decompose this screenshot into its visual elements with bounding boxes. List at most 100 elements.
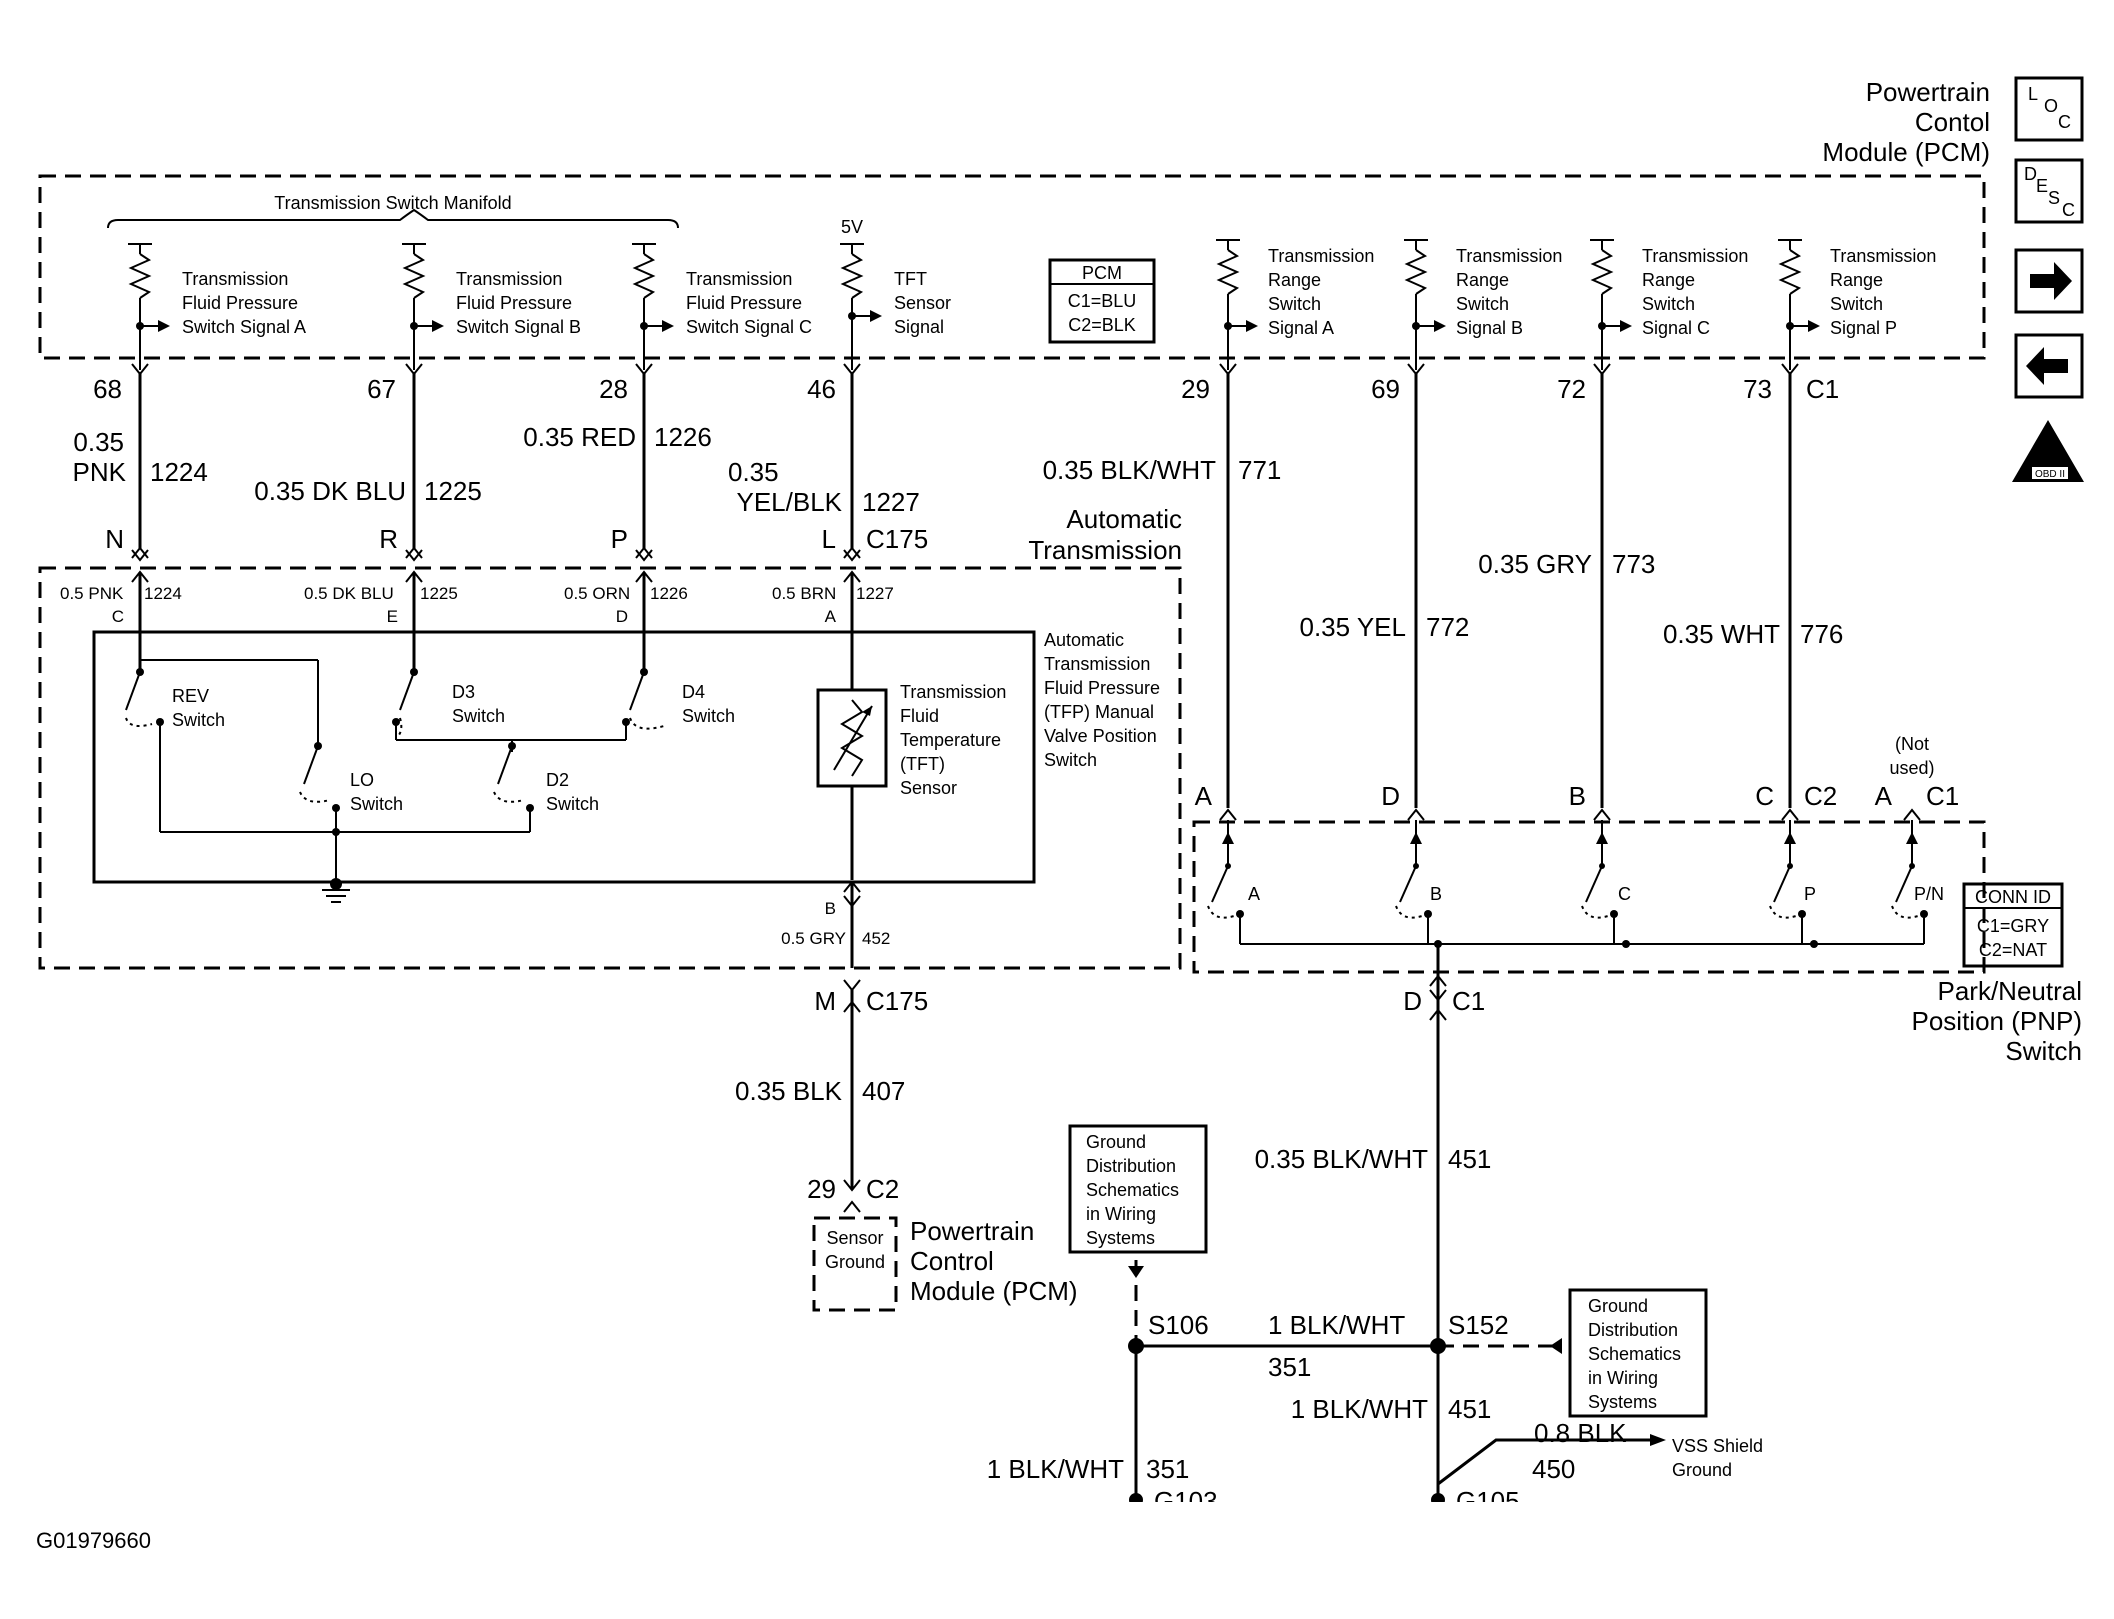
pcm-connector-c2: C2 — [866, 1174, 899, 1204]
wire-450-num: 450 — [1532, 1454, 1575, 1484]
obd-ii-icon[interactable]: OBD II — [2012, 420, 2084, 482]
pin-68: 68 — [93, 374, 122, 404]
svg-text:Ground: Ground — [825, 1252, 885, 1272]
tft-sensor-label: Transmission Fluid Temperature (TFT) Sen… — [900, 682, 1006, 798]
pcm-pin-29: 29 — [807, 1174, 836, 1204]
splice-s106: S106 — [1148, 1310, 1209, 1340]
pnp-title-line1: Park/Neutral — [1938, 976, 2083, 1006]
wire-1224-size: 0.35 — [73, 427, 124, 457]
wire-776-num: 776 — [1800, 619, 1843, 649]
loc-button[interactable]: L O C — [2014, 76, 2084, 142]
pin-46: 46 — [807, 374, 836, 404]
wire-1224-num: 1224 — [150, 457, 208, 487]
svg-text:Range: Range — [1268, 270, 1321, 290]
pnp-pin-a: A — [1195, 781, 1213, 811]
lo-switch-label1: LO — [350, 770, 374, 790]
svg-text:Range: Range — [1642, 270, 1695, 290]
c175-pin-p: P — [611, 524, 628, 554]
desc-button[interactable]: D E S C — [2014, 158, 2084, 224]
wire-1226-label: 0.35 RED — [523, 422, 636, 452]
svg-text:Signal P: Signal P — [1830, 318, 1897, 338]
pin-67: 67 — [367, 374, 396, 404]
bottom-pcm-line1: Powertrain — [910, 1216, 1034, 1246]
svg-text:Transmission: Transmission — [900, 682, 1006, 702]
svg-text:Switch Signal B: Switch Signal B — [456, 317, 581, 337]
pcm-id-box: PCM C1=BLU C2=BLK — [1048, 258, 1156, 344]
svg-text:Ground: Ground — [1086, 1132, 1146, 1152]
svg-text:Transmission: Transmission — [1268, 246, 1374, 266]
svg-text:Automatic: Automatic — [1044, 630, 1124, 650]
svg-text:(TFP) Manual: (TFP) Manual — [1044, 702, 1154, 722]
svg-text:Fluid: Fluid — [900, 706, 939, 726]
arrow-left-icon — [2026, 347, 2068, 385]
svg-text:S: S — [2048, 188, 2060, 208]
pcm-header-line3: Module (PCM) — [1822, 137, 1990, 167]
pin-72: 72 — [1557, 374, 1586, 404]
wire-452-label: 0.5 GRY — [781, 929, 846, 948]
pnp-pin-c: C — [1755, 781, 1774, 811]
pcm-resistor-7 — [1590, 239, 1632, 370]
pcm-resistor-8 — [1778, 239, 1820, 370]
bottom-pcm-line3: Module (PCM) — [910, 1276, 1078, 1306]
svg-text:Transmission: Transmission — [1830, 246, 1936, 266]
rev-switch-label2: Switch — [172, 710, 225, 730]
tfp-internal-wiring — [125, 632, 888, 968]
wire-772-num: 772 — [1426, 612, 1469, 642]
d4-switch-label2: Switch — [682, 706, 735, 726]
tfp-wire-b-num: 1225 — [420, 584, 458, 603]
wire-451a-num: 451 — [1448, 1144, 1491, 1174]
not-used-label1: (Not — [1895, 734, 1929, 754]
wire-1226-num: 1226 — [654, 422, 712, 452]
wire-1227-size: 0.35 — [728, 457, 779, 487]
pcm-resistor-3 — [632, 243, 674, 370]
svg-text:Fluid Pressure: Fluid Pressure — [182, 293, 298, 313]
pcm-header-line2: Contol — [1915, 107, 1990, 137]
ground-dist-box-1: Ground Distribution Schematics in Wiring… — [1068, 1124, 1208, 1254]
next-page-button[interactable] — [2014, 248, 2084, 314]
c175-pin-r: R — [379, 524, 398, 554]
pin-73: 73 — [1743, 374, 1772, 404]
range-signal-c-label: Transmission Range Switch Signal C — [1642, 246, 1748, 338]
tfp-wire-d: 0.5 BRN — [772, 584, 836, 603]
tfp-switch-body — [92, 630, 1036, 884]
tft-signal-label: TFT Sensor Signal — [894, 269, 951, 337]
svg-text:in Wiring: in Wiring — [1588, 1368, 1658, 1388]
svg-text:Transmission: Transmission — [182, 269, 288, 289]
svg-text:Ground: Ground — [1588, 1296, 1648, 1316]
supply-label: 5V — [841, 217, 863, 237]
d3-switch-label2: Switch — [452, 706, 505, 726]
tfp-pin-d: D — [616, 607, 628, 626]
pnp-switch-2 — [1395, 820, 1432, 944]
svg-text:Transmission: Transmission — [686, 269, 792, 289]
prev-page-button[interactable] — [2014, 333, 2084, 399]
svg-text:Transmission: Transmission — [1456, 246, 1562, 266]
wire-407-label: 0.35 BLK — [735, 1076, 843, 1106]
d2-switch-label1: D2 — [546, 770, 569, 790]
svg-text:Sensor: Sensor — [826, 1228, 883, 1248]
wire-351v-label: 1 BLK/WHT — [987, 1454, 1124, 1484]
svg-text:C1=GRY: C1=GRY — [1977, 916, 2049, 936]
tfp-pin-b: B — [825, 899, 836, 918]
lo-switch-label2: Switch — [350, 794, 403, 814]
bottom-connector-c175: C175 — [866, 986, 928, 1016]
not-used-label2: used) — [1889, 758, 1934, 778]
wire-407-num: 407 — [862, 1076, 905, 1106]
svg-text:Signal: Signal — [894, 317, 944, 337]
pnp-title-line2: Position (PNP) — [1912, 1006, 2083, 1036]
range-signal-a-label: Transmission Range Switch Signal A — [1268, 246, 1374, 338]
conn-id-box: CONN ID C1=GRY C2=NAT — [1962, 882, 2064, 968]
pnp-switch-5 — [1891, 820, 1928, 944]
wire-351h-label: 1 BLK/WHT — [1268, 1310, 1405, 1340]
splice-s152: S152 — [1448, 1310, 1509, 1340]
wire-351h-num: 351 — [1268, 1352, 1311, 1382]
tfp-pin-e: E — [387, 607, 398, 626]
svg-text:Sensor: Sensor — [894, 293, 951, 313]
svg-text:CONN ID: CONN ID — [1975, 887, 2051, 907]
pnp-pin-a2: A — [1875, 781, 1893, 811]
svg-text:Signal A: Signal A — [1268, 318, 1334, 338]
auto-trans-enclosure — [38, 566, 1182, 970]
pnp-switch-group — [1207, 820, 1928, 972]
svg-text:Switch: Switch — [1830, 294, 1883, 314]
connector-c175: C175 — [866, 524, 928, 554]
wire-773-num: 773 — [1612, 549, 1655, 579]
